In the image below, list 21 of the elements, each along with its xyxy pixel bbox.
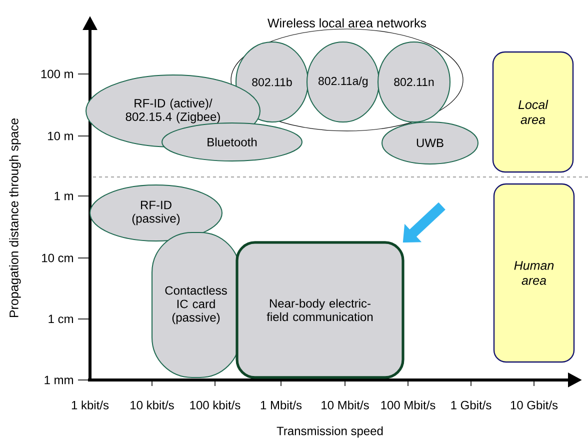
area-box: Human area: [493, 183, 575, 363]
tick-label: 1 Gbit/s: [451, 400, 492, 410]
axis-title: Propagation distance through space: [9, 118, 21, 318]
tick-label: 10 m: [48, 132, 73, 140]
tick-label: 10 cm: [42, 254, 73, 262]
area-box: Local area: [492, 51, 574, 173]
tick-label: 1 cm: [48, 314, 73, 324]
tick-label: 100 kbit/s: [190, 400, 240, 410]
tick-label: 1 m: [54, 192, 73, 200]
tick-label: 100 Mbit/s: [381, 400, 436, 410]
tick-label: 10 Gbit/s: [510, 400, 558, 410]
technology-box: Near-body electric-field communication: [236, 241, 404, 379]
axis-title: Transmission speed: [276, 426, 383, 438]
tick-label: 10 kbit/s: [130, 400, 174, 410]
tick-label: 10 Mbit/s: [322, 400, 369, 410]
tick-label: 1 mm: [44, 376, 73, 384]
tick-label: 1 kbit/s: [72, 400, 109, 410]
technology-box: Contactless IC card (passive): [152, 232, 240, 378]
tick-label: 1 Mbit/s: [260, 400, 302, 410]
node-label: Wireless local area networks: [268, 18, 426, 28]
tick-label: 100 m: [41, 70, 73, 78]
